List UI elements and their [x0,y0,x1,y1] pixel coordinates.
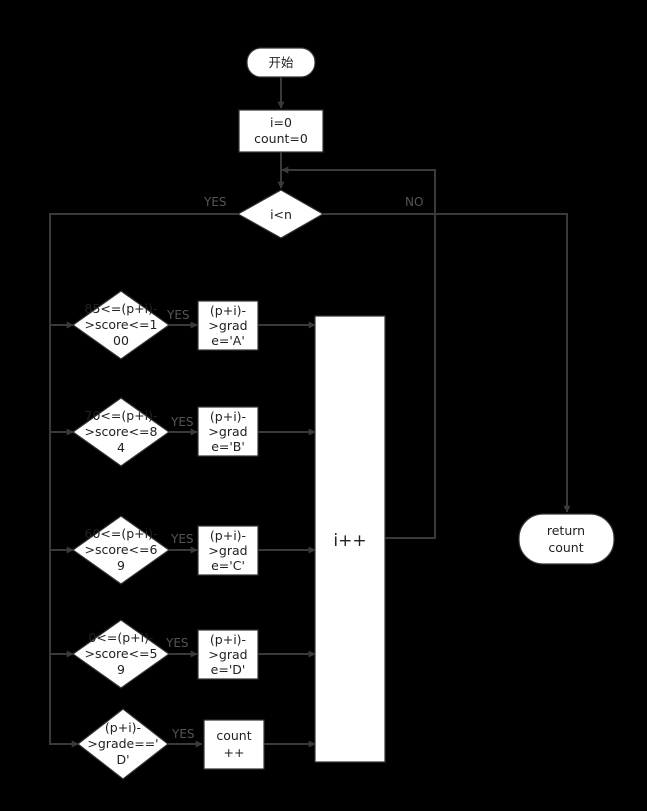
node-cond-c-line-1: 60<=(p+i)- [85,526,158,541]
node-grade-c-line-2: >grad [208,543,247,558]
node-return: return count [518,513,615,565]
node-cond-a-line-3: 00 [113,333,129,348]
node-cond-b: 70<=(p+i)- >score<=8 4 [71,397,171,467]
node-incr: i++ [314,315,386,763]
node-cond-d-line-3: 9 [117,662,125,677]
node-init-line-1: i=0 [270,115,292,130]
edge-incr-loop-back [281,166,436,539]
node-cond-e-line-2: >grade==' [87,736,158,751]
label-yes-c: YES [170,532,194,546]
node-start: 开始 [246,47,316,78]
node-count-inc: count ++ [203,719,265,770]
edge-labels: YES NO YES YES YES YES YES [165,195,423,741]
node-cond-e-line-1: (p+i)- [105,720,141,735]
node-grade-a-line-2: >grad [208,318,247,333]
node-cond-a-line-2: >score<=1 [85,317,158,332]
node-cond-loop-text: i<n [270,207,292,222]
node-count-inc-line-1: count [216,728,251,743]
node-grade-b-line-2: >grad [208,424,247,439]
node-return-line-1: return [547,523,585,538]
node-cond-c-line-3: 9 [117,558,125,573]
node-grade-b-line-1: (p+i)- [210,409,246,424]
node-grade-c: (p+i)- >grad e='C' [197,525,259,576]
node-init-line-2: count=0 [254,131,308,146]
edge-loop-yes-spine [49,213,238,745]
node-init: i=0 count=0 [238,109,324,153]
node-cond-loop: i<n [236,189,325,239]
label-yes-d: YES [165,636,189,650]
node-grade-d-line-2: >grad [208,647,247,662]
node-cond-b-line-2: >score<=8 [85,424,158,439]
node-cond-a-line-1: 85<=(p+i)- [85,301,158,316]
node-grade-b: (p+i)- >grad e='B' [197,406,259,457]
node-grade-a-line-3: e='A' [211,333,245,348]
node-cond-d-line-2: >score<=5 [85,646,158,661]
label-yes-b: YES [170,415,194,429]
label-yes-e: YES [171,727,195,741]
label-yes-a: YES [166,308,190,322]
edges [49,77,571,748]
node-cond-c: 60<=(p+i)- >score<=6 9 [71,515,171,585]
node-grade-b-line-3: e='B' [211,439,245,454]
node-start-text: 开始 [268,55,294,70]
node-cond-a: 85<=(p+i)- >score<=1 00 [71,290,171,360]
node-count-inc-line-2: ++ [224,745,245,760]
node-incr-text: i++ [333,531,366,551]
node-cond-e-line-3: D' [116,752,129,767]
node-grade-d-line-3: e='D' [211,662,246,677]
node-cond-e: (p+i)- >grade==' D' [77,708,169,780]
node-grade-a-line-1: (p+i)- [210,303,246,318]
node-cond-c-line-2: >score<=6 [85,542,158,557]
node-return-line-2: count [548,540,583,555]
node-cond-b-line-3: 4 [117,440,125,455]
node-cond-d-line-1: 0<=(p+i)- [88,630,153,645]
label-yes-loop: YES [203,195,227,209]
node-grade-c-line-1: (p+i)- [210,528,246,543]
edge-loop-no-return [323,213,571,513]
node-grade-d: (p+i)- >grad e='D' [197,629,259,680]
node-cond-b-line-1: 70<=(p+i)- [85,408,158,423]
label-no-loop: NO [405,195,423,209]
node-grade-d-line-1: (p+i)- [210,632,246,647]
node-grade-a: (p+i)- >grad e='A' [197,300,259,351]
node-cond-d: 0<=(p+i)- >score<=5 9 [71,619,171,689]
node-grade-c-line-3: e='C' [211,558,245,573]
